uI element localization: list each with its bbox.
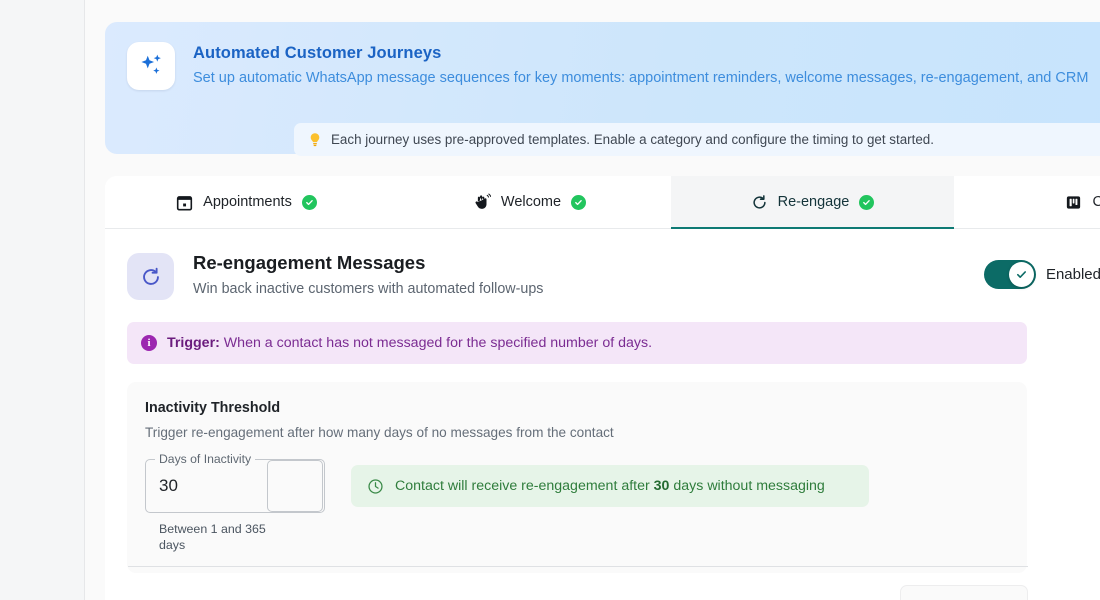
banner-tip: Each journey uses pre-approved templates…: [294, 123, 1100, 156]
days-of-inactivity-input[interactable]: [146, 460, 266, 512]
info-icon: i: [141, 335, 157, 351]
tab-re-engage-status-icon: [859, 194, 875, 210]
enable-toggle-label: Enabled: [1045, 266, 1100, 283]
days-of-inactivity-field-group: Days of Inactivity Between 1 and 365 day…: [145, 451, 325, 553]
enable-toggle[interactable]: [983, 260, 1036, 289]
threshold-confirmation: Contact will receive re-engagement after…: [351, 465, 869, 507]
tab-appointments-label: Appointments: [203, 194, 292, 210]
tab-crm-label: CRM: [1092, 194, 1100, 210]
tab-welcome[interactable]: Welcome: [388, 176, 671, 228]
trigger-banner: i Trigger: When a contact has not messag…: [127, 322, 1027, 364]
kanban-board-icon: [1067, 195, 1081, 209]
clock-icon: [368, 478, 383, 494]
confirmation-prefix: Contact will receive re-engagement after: [395, 478, 650, 494]
refresh-icon: [127, 253, 174, 300]
footer-action-button[interactable]: [900, 585, 1028, 600]
left-gutter: [0, 0, 85, 600]
check-icon: [1016, 271, 1026, 278]
tab-re-engage[interactable]: Re-engage: [671, 176, 954, 229]
automated-journeys-banner: Automated Customer Journeys Set up autom…: [105, 22, 1100, 156]
banner-title: Automated Customer Journeys: [193, 44, 442, 62]
tab-crm[interactable]: CRM: [954, 176, 1100, 228]
banner-subtitle: Set up automatic WhatsApp message sequen…: [193, 70, 1089, 86]
toggle-knob: [1008, 262, 1034, 287]
trigger-label: Trigger:: [167, 335, 220, 351]
tab-appointments[interactable]: Appointments: [105, 176, 388, 228]
lightbulb-icon: [310, 132, 320, 146]
waving-hand-icon: [475, 193, 491, 209]
journey-tabs: Appointments Welcome: [105, 176, 1100, 229]
days-of-inactivity-field[interactable]: Days of Inactivity: [145, 451, 325, 513]
tab-welcome-label: Welcome: [500, 194, 562, 210]
tab-welcome-status-icon: [571, 194, 587, 210]
inactivity-threshold-card: Inactivity Threshold Trigger re-engageme…: [127, 382, 1027, 573]
panel-subtitle: Win back inactive customers with automat…: [193, 281, 544, 297]
re-engagement-panel: Re-engagement Messages Win back inactive…: [105, 229, 1100, 573]
confirmation-suffix: days without messaging: [673, 478, 825, 494]
tab-re-engage-label: Re-engage: [777, 194, 850, 210]
threshold-description: Trigger re-engagement after how many day…: [145, 425, 614, 440]
panel-header: Re-engagement Messages Win back inactive…: [127, 251, 1100, 300]
page-title: Re-engagement Messages: [193, 252, 426, 273]
enable-toggle-group[interactable]: Enabled: [983, 251, 1100, 289]
trigger-text: When a contact has not messaged for the …: [223, 335, 653, 351]
days-of-inactivity-helper: Between 1 and 365 days: [159, 522, 266, 552]
field-outline-secondary: [267, 460, 323, 512]
refresh-icon: [753, 194, 766, 209]
section-divider: [128, 566, 1028, 567]
confirmation-value: 30: [653, 478, 670, 494]
sparkles-icon: [127, 42, 175, 90]
banner-tip-text: Each journey uses pre-approved templates…: [331, 131, 934, 147]
threshold-title: Inactivity Threshold: [145, 400, 281, 416]
journey-card: Appointments Welcome: [105, 176, 1100, 600]
calendar-icon: [177, 195, 193, 211]
tab-appointments-status-icon: [301, 194, 317, 210]
